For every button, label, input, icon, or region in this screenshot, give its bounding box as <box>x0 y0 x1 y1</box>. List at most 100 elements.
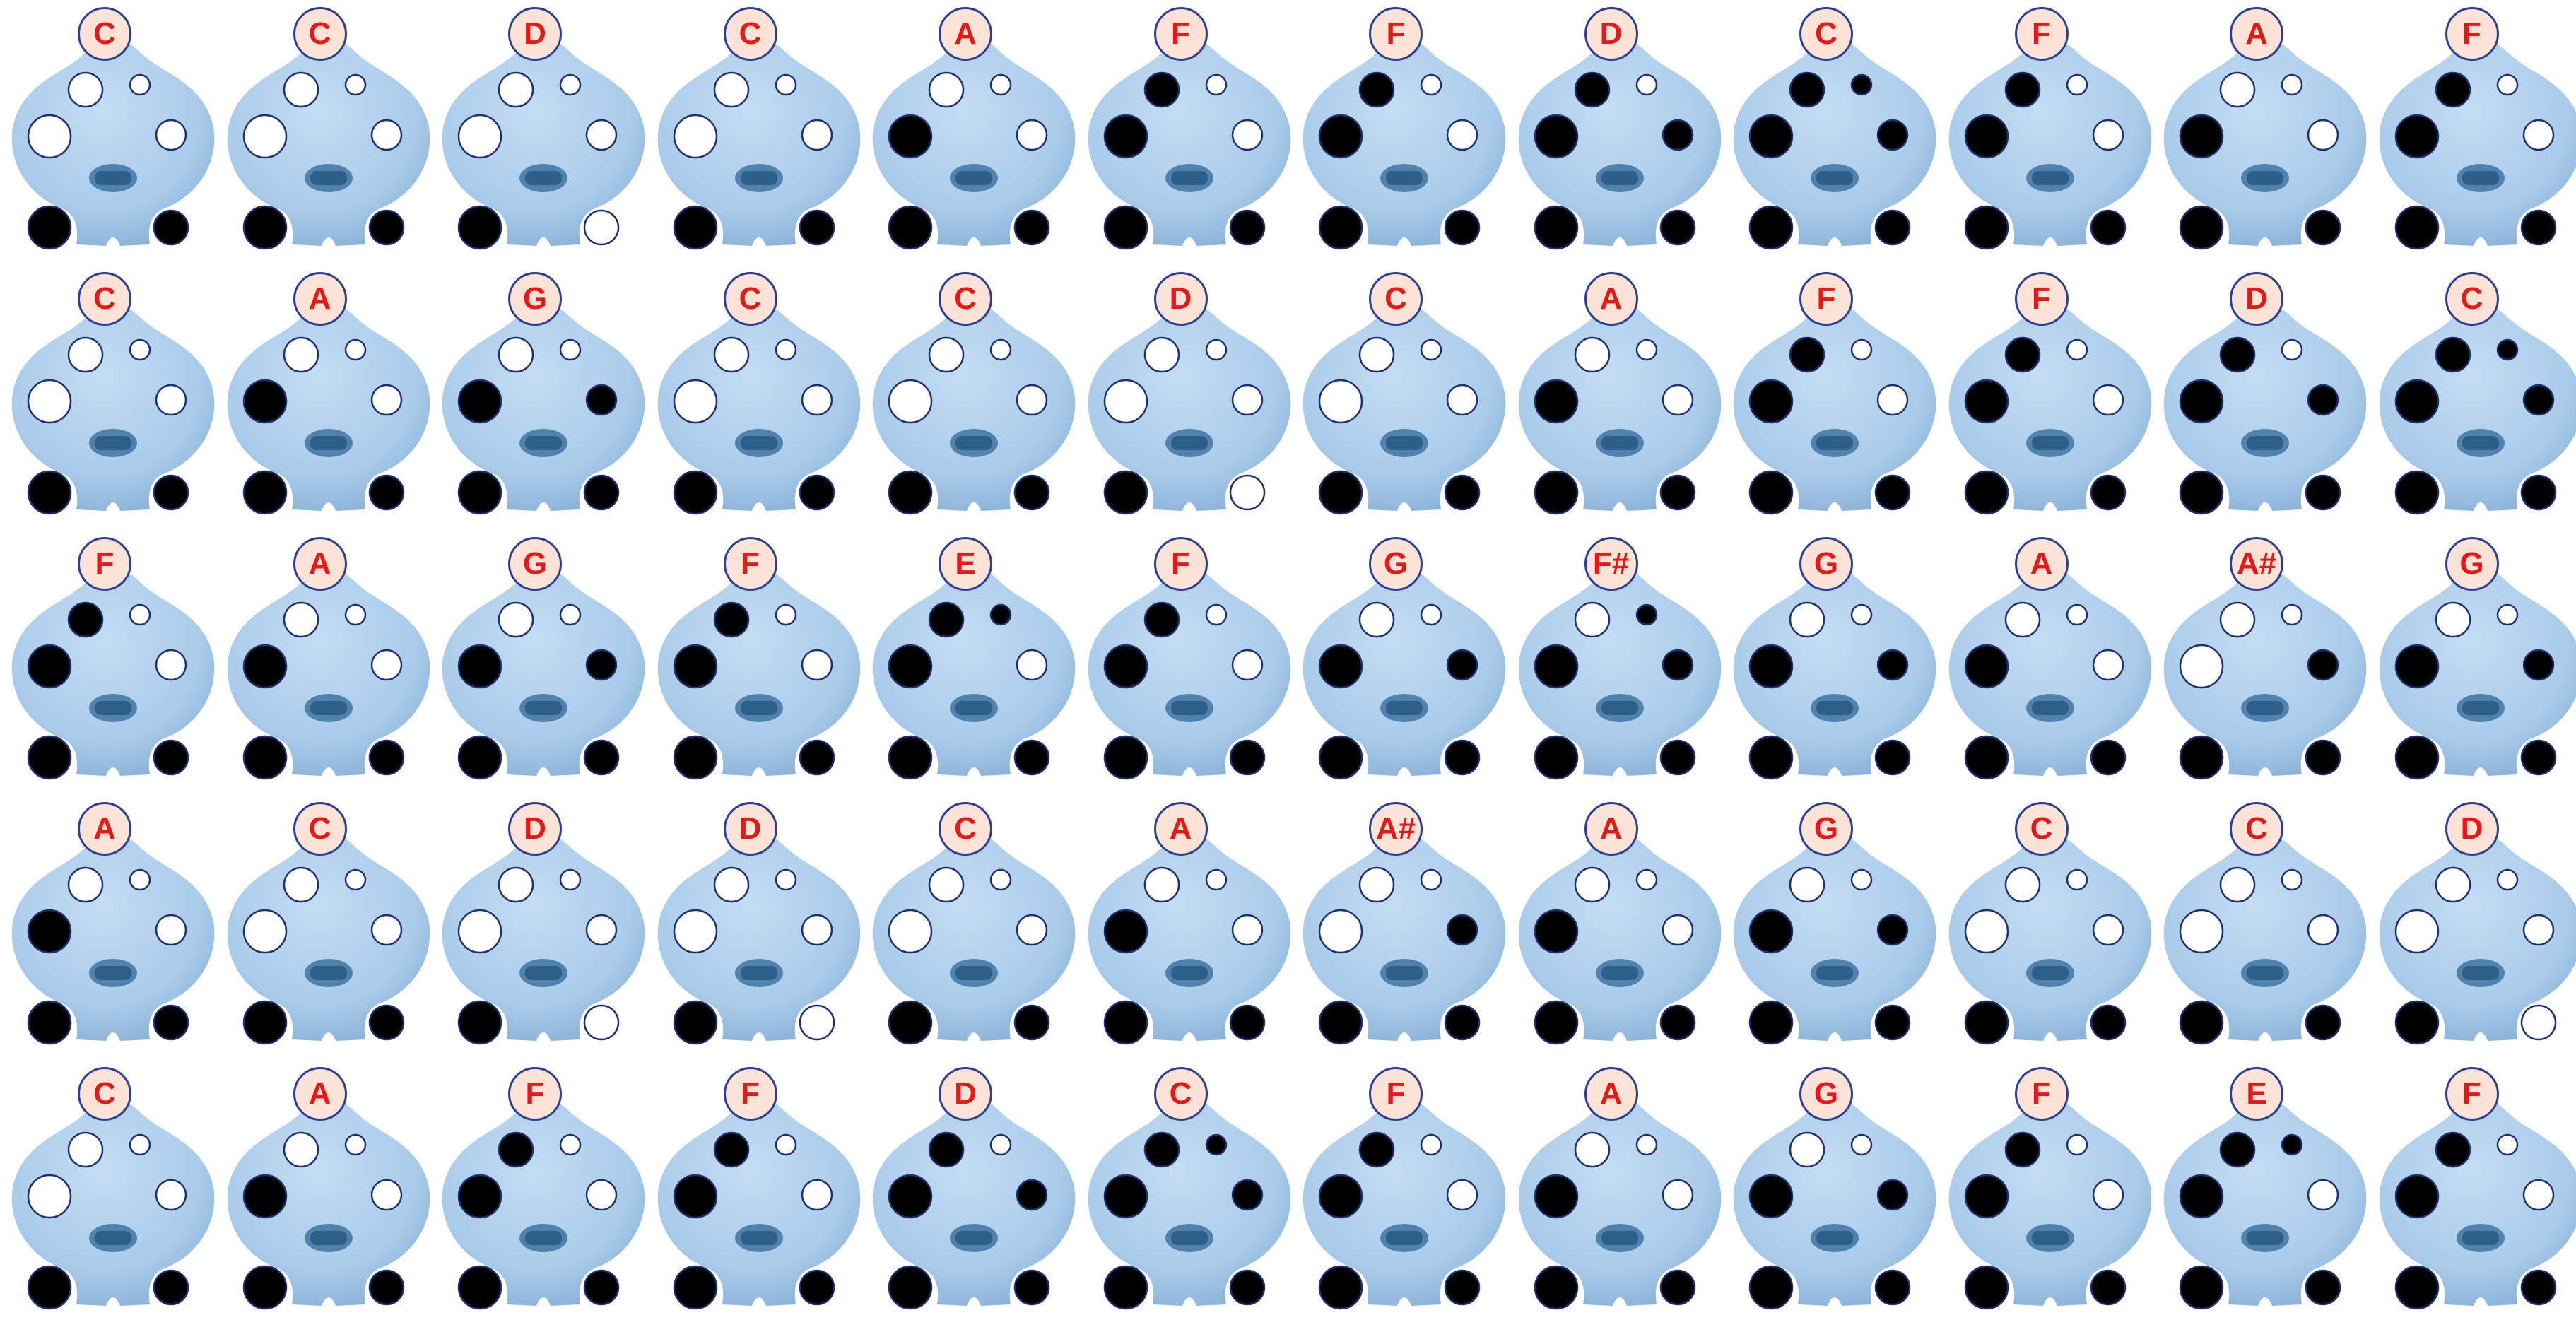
hole-upper-left-open <box>2006 603 2040 637</box>
mouthpiece-opening <box>1386 966 1423 980</box>
hole-thumb-right-closed <box>2306 1006 2340 1039</box>
hole-middle-right-open <box>1017 385 1047 415</box>
hole-thumb-right-closed <box>1876 741 1910 774</box>
ocarina-fingering-cell: A <box>7 802 219 1067</box>
hole-middle-right-open <box>802 385 832 415</box>
hole-thumb-right-closed <box>584 1271 618 1304</box>
ocarina-fingering-cell: A <box>1514 272 1726 537</box>
hole-upper-left-closed <box>2436 338 2470 372</box>
hole-thumb-left-closed <box>2180 471 2223 514</box>
mouthpiece-opening <box>525 701 562 715</box>
ocarina-fingering-cell: A <box>868 7 1080 272</box>
mouthpiece-opening <box>2247 966 2283 980</box>
hole-upper-left-open <box>714 73 748 107</box>
hole-upper-right-open <box>2282 340 2302 360</box>
mouthpiece-opening <box>1171 436 1208 450</box>
hole-upper-right-open <box>1421 340 1441 360</box>
hole-thumb-left-closed <box>2396 1001 2438 1044</box>
hole-upper-left-closed <box>1145 1133 1179 1167</box>
mouthpiece-opening <box>525 966 562 980</box>
hole-thumb-left-closed <box>459 1266 501 1309</box>
mouthpiece-opening <box>1601 436 1638 450</box>
hole-middle-right-closed <box>587 385 616 415</box>
hole-upper-right-open <box>346 340 365 360</box>
mouthpiece-opening <box>310 701 347 715</box>
hole-middle-right-open <box>2308 915 2338 945</box>
note-label: A <box>78 802 131 856</box>
hole-upper-right-open <box>130 870 150 890</box>
hole-middle-right-closed <box>1663 120 1693 150</box>
hole-thumb-left-closed <box>28 736 71 779</box>
note-label: F <box>2015 272 2069 326</box>
hole-thumb-right-closed <box>800 211 834 244</box>
hole-upper-left-open <box>1790 868 1824 902</box>
hole-thumb-right-open <box>584 211 618 244</box>
hole-upper-left-open <box>2436 868 2470 902</box>
hole-middle-left-open <box>2180 645 2223 688</box>
hole-thumb-right-closed <box>1230 211 1264 244</box>
ocarina-fingering-cell: C <box>1083 1067 1295 1332</box>
hole-upper-right-open <box>560 1135 580 1155</box>
note-label: D <box>508 7 562 61</box>
mouthpiece-opening <box>2247 436 2283 450</box>
note-label: D <box>1154 272 1208 326</box>
hole-thumb-right-closed <box>370 741 404 774</box>
hole-thumb-left-closed <box>1750 471 1792 514</box>
hole-middle-left-closed <box>28 910 71 953</box>
mouthpiece-opening <box>955 966 992 980</box>
note-label: C <box>293 802 347 856</box>
hole-thumb-right-closed <box>1661 1006 1695 1039</box>
hole-upper-left-open <box>284 338 318 372</box>
hole-middle-left-open <box>244 910 286 953</box>
hole-upper-left-closed <box>2436 1133 2470 1167</box>
hole-thumb-left-closed <box>889 471 931 514</box>
hole-thumb-right-closed <box>1015 211 1049 244</box>
hole-middle-left-open <box>674 380 717 423</box>
ocarina-fingering-cell: A <box>1514 802 1726 1067</box>
note-label: F <box>1369 1067 1423 1121</box>
ocarina-fingering-cell: C <box>1729 7 1941 272</box>
note-label: A# <box>2230 537 2283 591</box>
hole-upper-right-open <box>2498 1135 2517 1155</box>
mouthpiece-opening <box>525 1231 562 1245</box>
hole-upper-left-open <box>1145 338 1179 372</box>
mouthpiece-opening <box>2032 436 2069 450</box>
ocarina-fingering-cell: C <box>2159 802 2371 1067</box>
hole-upper-left-closed <box>1145 603 1179 637</box>
hole-thumb-right-closed <box>1876 211 1910 244</box>
ocarina-fingering-cell: D <box>2375 802 2576 1067</box>
ocarina-fingering-cell: C <box>653 7 865 272</box>
note-label: F <box>1154 537 1208 591</box>
note-label: G <box>1369 537 1423 591</box>
hole-upper-right-open <box>1637 340 1657 360</box>
hole-thumb-left-closed <box>1965 1266 2008 1309</box>
hole-thumb-left-closed <box>2180 1266 2223 1309</box>
hole-middle-right-open <box>372 120 401 150</box>
hole-thumb-left-closed <box>889 1266 931 1309</box>
mouthpiece-opening <box>2462 966 2499 980</box>
hole-upper-left-open <box>1360 868 1394 902</box>
hole-thumb-left-closed <box>1965 1001 2008 1044</box>
ocarina-fingering-cell: D <box>1083 272 1295 537</box>
hole-middle-left-closed <box>1535 380 1577 423</box>
ocarina-fingering-cell: A# <box>2159 537 2371 802</box>
hole-upper-left-closed <box>1790 73 1824 107</box>
ocarina-fingering-cell: G <box>1729 1067 1941 1332</box>
hole-middle-right-open <box>587 1180 616 1210</box>
ocarina-fingering-cell: F <box>653 537 865 802</box>
hole-middle-left-closed <box>1750 115 1792 158</box>
hole-upper-left-open <box>499 73 533 107</box>
hole-upper-right-open <box>2067 75 2087 95</box>
hole-thumb-left-closed <box>1965 206 2008 249</box>
hole-upper-left-open <box>1575 338 1609 372</box>
hole-middle-left-open <box>28 115 71 158</box>
hole-thumb-left-closed <box>674 471 717 514</box>
hole-middle-left-closed <box>889 115 931 158</box>
hole-upper-right-open <box>1206 75 1226 95</box>
hole-thumb-left-closed <box>2180 736 2223 779</box>
hole-middle-left-open <box>889 910 931 953</box>
ocarina-fingering-cell: C <box>2375 272 2576 537</box>
hole-thumb-right-open <box>2522 1006 2556 1039</box>
hole-upper-right-open <box>1206 870 1226 890</box>
hole-middle-right-open <box>1447 120 1477 150</box>
